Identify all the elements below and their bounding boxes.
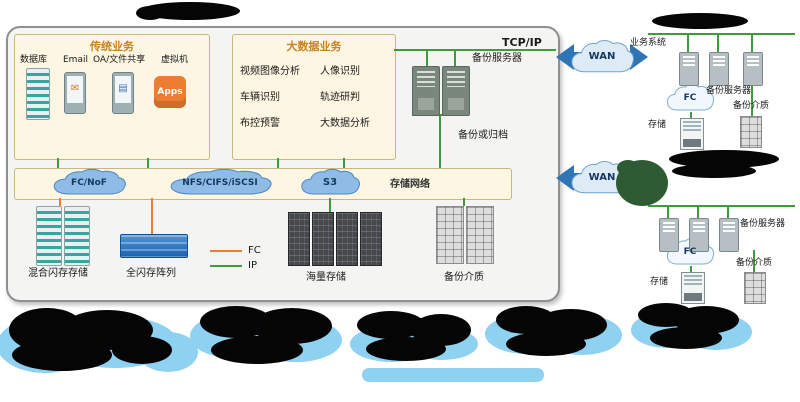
- label-wan-top: WAN: [588, 51, 616, 62]
- label-backup-media-main: 备份介质: [444, 272, 484, 283]
- storage-cabinet-icon: [681, 272, 705, 304]
- label-database: 数据库: [20, 55, 48, 65]
- mass-storage-rack-icon: [360, 212, 382, 266]
- mass-storage-rack-icon: [336, 212, 358, 266]
- label-nfs-cifs-iscsi: NFS/CIFS/iSCSI: [182, 178, 258, 188]
- label-wan-bottom: WAN: [588, 172, 616, 183]
- label-bigdata-analysis: 大数据分析: [320, 118, 370, 129]
- database-rack-icon: [26, 68, 50, 120]
- mass-storage-rack-icon: [312, 212, 334, 266]
- legend-ip-line: [210, 265, 242, 267]
- hybrid-flash-rack-icon: [64, 206, 90, 266]
- label-backup-or-archive: 备份或归档: [458, 130, 508, 141]
- label-tcpip: TCP/IP: [502, 36, 542, 49]
- label-fc-bottom-site: FC: [683, 247, 697, 257]
- legend-fc-label: FC: [248, 245, 261, 256]
- backup-server-tower-icon: [412, 66, 440, 116]
- label-s3: S3: [322, 177, 338, 188]
- label-backup-server-top-site: 备份服务器: [706, 86, 752, 96]
- bigdata-panel-title: 大数据业务: [286, 40, 342, 53]
- label-virtual-machine: 虚拟机: [161, 55, 189, 65]
- label-hybrid-flash: 混合闪存存储: [28, 268, 88, 279]
- label-backup-server-main: 备份服务器: [472, 53, 522, 64]
- caption-highlight-patches: [0, 312, 752, 382]
- legend-fc-line: [210, 250, 242, 252]
- backup-media-icon: [436, 206, 464, 264]
- traditional-panel-title: 传统业务: [90, 40, 134, 53]
- all-flash-array-icon: [120, 234, 188, 258]
- label-vehicle-recognition: 车辆识别: [240, 92, 280, 103]
- dr-server-icon: [679, 52, 699, 86]
- label-face-recognition: 人像识别: [320, 66, 360, 77]
- wan-arrows: [556, 44, 648, 191]
- backup-server-tower-icon: [442, 66, 470, 116]
- dr-server-icon: [659, 218, 679, 252]
- redacted-green-blob: [616, 160, 668, 206]
- label-storage-bottom-site: 存储: [650, 277, 669, 287]
- dr-server-icon: [709, 52, 729, 86]
- label-email: Email: [63, 55, 88, 65]
- label-storage-top-site: 存储: [648, 120, 667, 130]
- backup-media-small-icon: [740, 116, 762, 148]
- label-oa-file-share: OA/文件共享: [93, 55, 146, 65]
- dr-server-icon: [719, 218, 739, 252]
- label-video-analysis: 视频图像分析: [240, 66, 300, 77]
- label-storage-network: 存储网络: [390, 179, 430, 190]
- hybrid-flash-rack-icon: [36, 206, 62, 266]
- mass-storage-rack-icon: [288, 212, 310, 266]
- oa-device-icon: [112, 72, 134, 114]
- dr-server-icon: [689, 218, 709, 252]
- label-all-flash: 全闪存阵列: [126, 268, 176, 279]
- label-backup-media-top-site: 备份介质: [733, 101, 770, 111]
- label-alert-warning: 布控预警: [240, 118, 280, 129]
- email-device-icon: [64, 72, 86, 114]
- label-backup-server-bottom-site: 备份服务器: [740, 219, 786, 229]
- backup-media-small-icon: [744, 272, 766, 304]
- storage-cabinet-icon: [680, 118, 704, 150]
- label-backup-media-bottom-site: 备份介质: [736, 258, 773, 268]
- redacted-captions: [9, 303, 739, 371]
- dr-server-icon: [743, 52, 763, 86]
- label-business-system: 业务系统: [630, 38, 667, 48]
- legend-ip-label: IP: [248, 260, 257, 271]
- label-mass-storage: 海量存储: [306, 272, 346, 283]
- label-fc-nof: FC/NoF: [71, 178, 107, 188]
- label-fc-top-site: FC: [683, 93, 697, 103]
- bigdata-business-panel: 大数据业务: [232, 34, 396, 160]
- label-trajectory-analysis: 轨迹研判: [320, 92, 360, 103]
- backup-media-icon: [466, 206, 494, 264]
- apps-vm-icon: Apps: [154, 76, 186, 108]
